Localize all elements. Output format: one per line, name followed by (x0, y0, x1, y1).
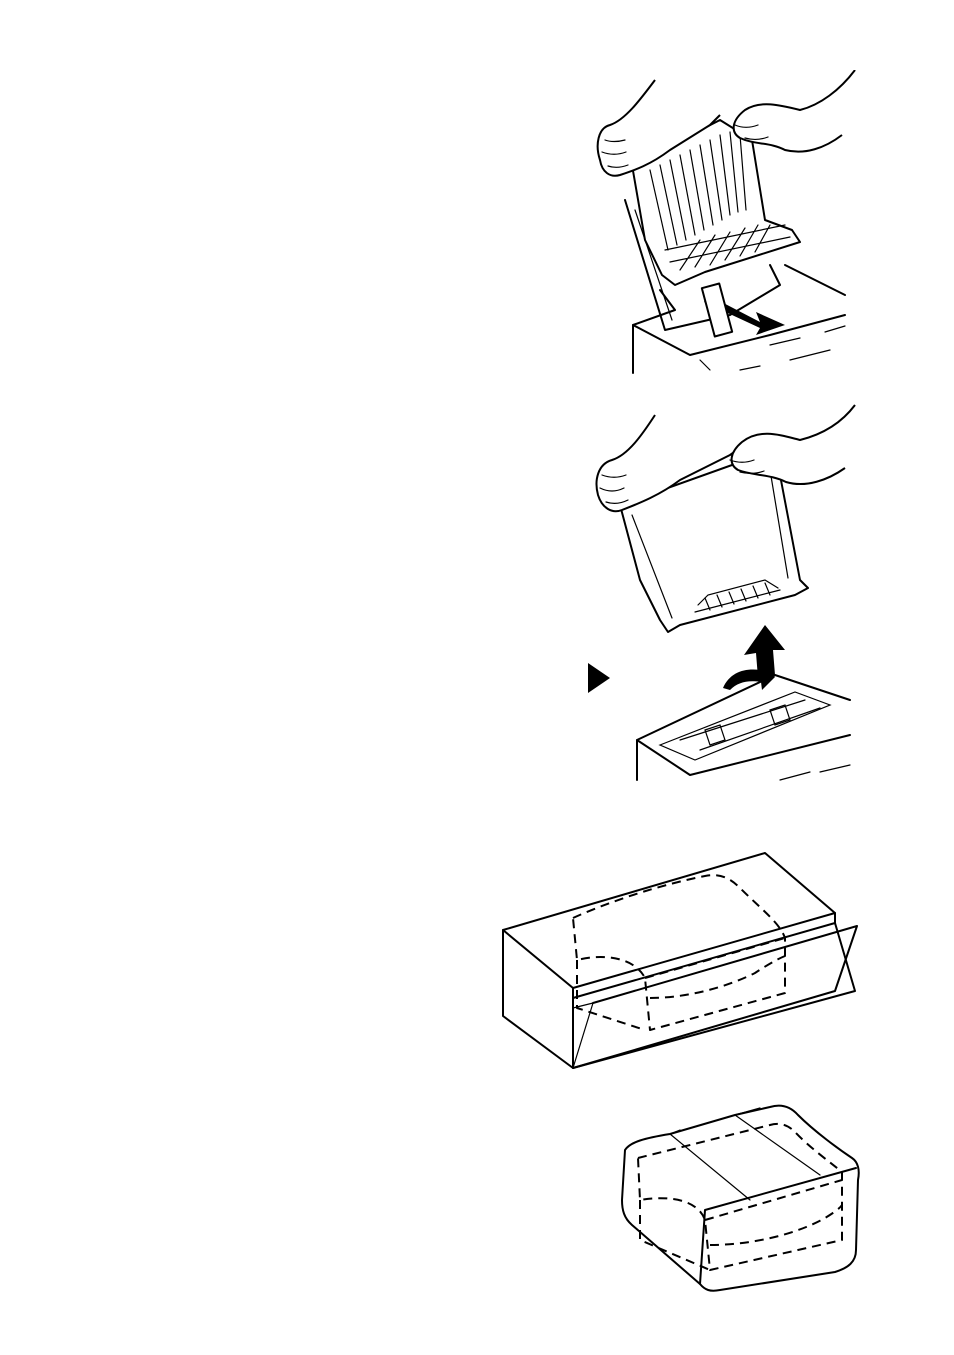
hands-lifting-paper-cassette-icon (580, 400, 860, 785)
figure-wrapped-printer (610, 1100, 865, 1295)
printer-in-box-icon (495, 848, 865, 1078)
wrapped-printer-icon (610, 1100, 865, 1295)
figure-pack-printer-in-box (495, 848, 865, 1078)
figure-remove-output-tray (580, 70, 860, 375)
figure-remove-paper-cassette (580, 400, 860, 785)
hands-lifting-output-tray-icon (580, 70, 860, 375)
play-triangle-icon (588, 663, 610, 693)
